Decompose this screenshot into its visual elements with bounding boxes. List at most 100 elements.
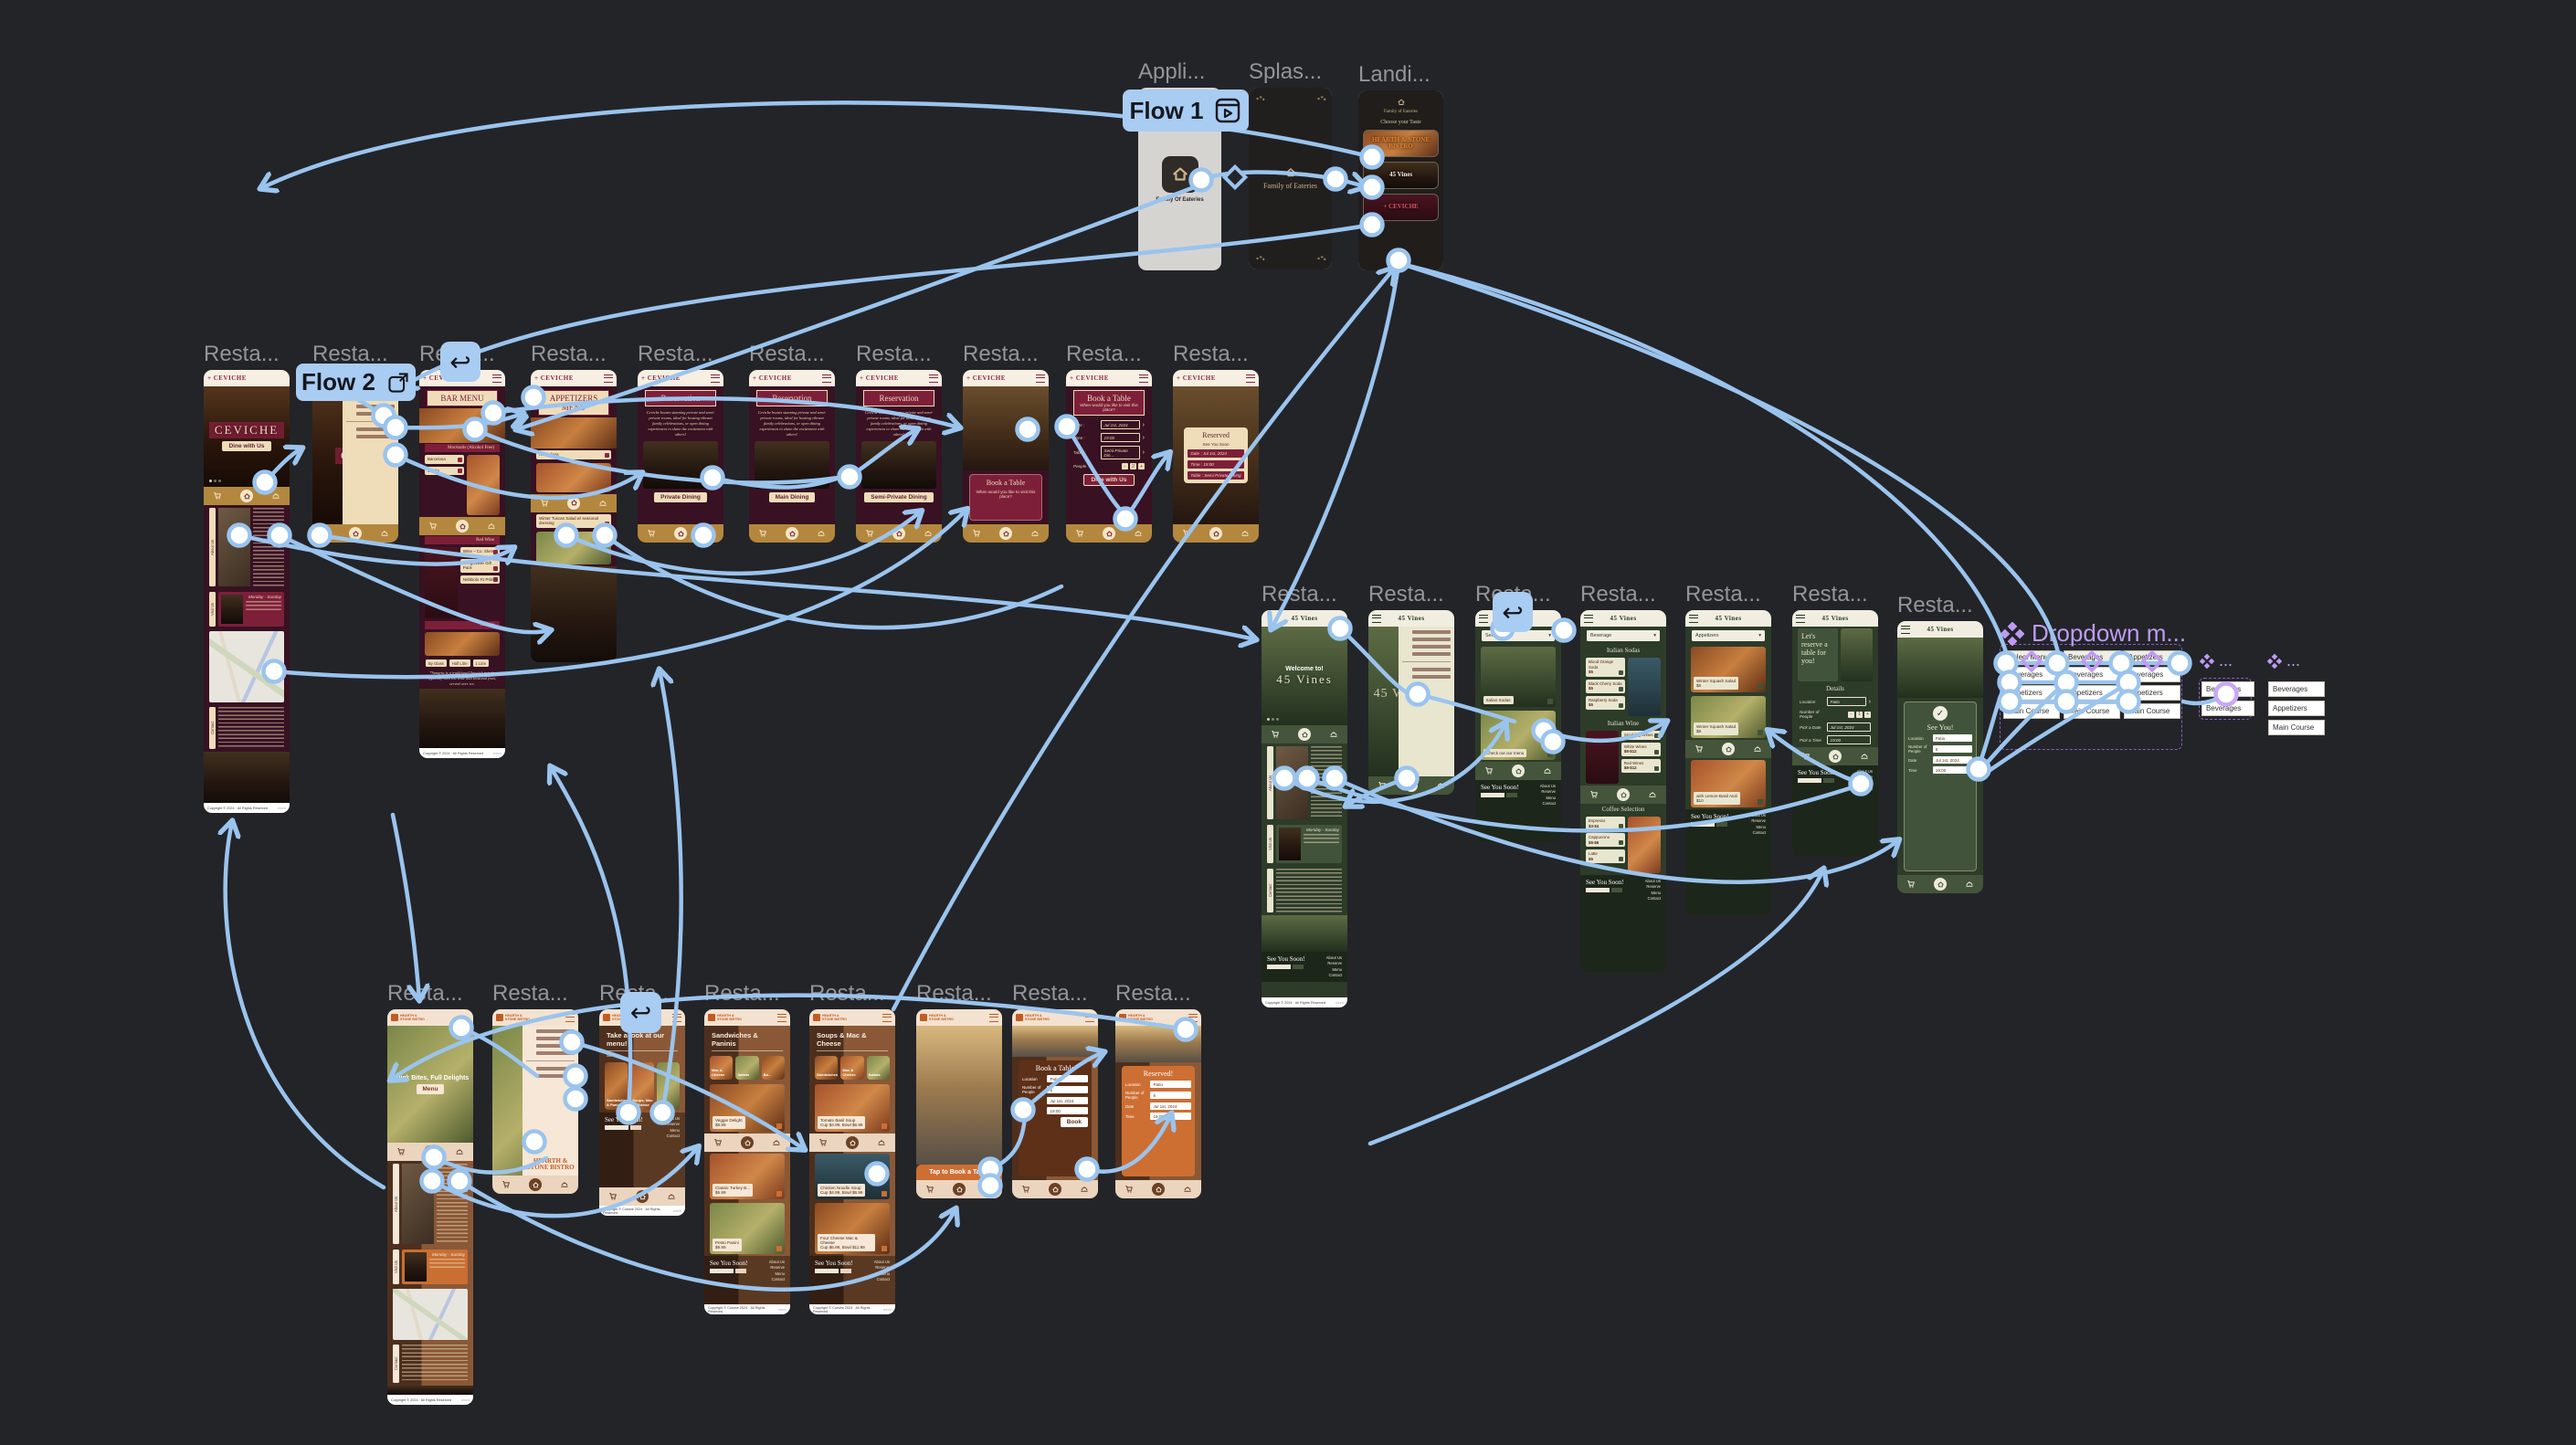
- social-icons[interactable]: ○○○○: [277, 806, 286, 810]
- home-nav-item[interactable]: [1103, 527, 1115, 540]
- hero-menu-button[interactable]: Dine with Us: [222, 441, 271, 451]
- home-nav-item[interactable]: [1722, 743, 1735, 755]
- back-navigation-button[interactable]: ↩: [620, 992, 661, 1033]
- hamburger-menu-icon[interactable]: [1139, 374, 1148, 383]
- home-nav-item[interactable]: [567, 496, 580, 510]
- hamburger-menu-icon[interactable]: [882, 1013, 892, 1022]
- signup-button[interactable]: [630, 1125, 641, 1130]
- add-button[interactable]: [776, 1191, 782, 1197]
- action-button[interactable]: Private Dining: [654, 491, 707, 502]
- add-button[interactable]: [1619, 670, 1624, 675]
- menu-item-card[interactable]: Espresso$3-$4: [1586, 817, 1626, 830]
- add-button[interactable]: [1758, 799, 1763, 805]
- dish-card[interactable]: Veggie Delight$8.99: [713, 1116, 745, 1129]
- field-value[interactable]: 5: [1047, 1086, 1088, 1093]
- dropdown-header[interactable]: Beverages▾: [2064, 650, 2120, 664]
- home-nav-item[interactable]: [674, 527, 687, 540]
- category-card[interactable]: Sandwiches: [815, 1056, 839, 1080]
- frame-title-ceviche-reservation-private[interactable]: Resta...: [638, 342, 713, 366]
- category-card[interactable]: Salads: [735, 1056, 759, 1080]
- component-variant-label[interactable]: ...: [2200, 651, 2233, 670]
- bell-nav-item[interactable]: [1436, 781, 1445, 790]
- bell-nav-item[interactable]: [772, 1138, 781, 1147]
- people-stepper[interactable]: -1+: [1848, 711, 1871, 718]
- home-nav-item[interactable]: [529, 1178, 542, 1191]
- email-input[interactable]: [1798, 778, 1821, 783]
- bell-nav-item[interactable]: [667, 1192, 676, 1201]
- dropdown-option[interactable]: Main Course: [2124, 703, 2180, 719]
- chevron-right-icon[interactable]: ›: [1142, 421, 1145, 428]
- plus-icon[interactable]: +: [1138, 463, 1145, 469]
- footer-link[interactable]: Contact: [1859, 786, 1873, 791]
- email-input[interactable]: [1267, 965, 1291, 969]
- hero-menu-button[interactable]: Menu: [416, 1083, 445, 1094]
- menu-item-row[interactable]: [355, 435, 395, 438]
- bell-nav-item[interactable]: [455, 1147, 464, 1156]
- field-value[interactable]: Patio: [1150, 1081, 1191, 1088]
- field-value[interactable]: 19:00: [1047, 1107, 1088, 1114]
- hamburger-menu-icon[interactable]: [1188, 1013, 1198, 1022]
- menu-item-row[interactable]: [1411, 652, 1451, 656]
- frame-title-hearth-book-cta[interactable]: Resta...: [916, 981, 992, 1006]
- menu-select-dropdown[interactable]: Appetizers▾: [1692, 630, 1765, 641]
- flow-2-start-badge[interactable]: Flow 2: [296, 364, 416, 401]
- email-input[interactable]: [1691, 822, 1715, 827]
- home-nav-item[interactable]: [1209, 527, 1222, 540]
- bell-nav-item[interactable]: [877, 1138, 886, 1147]
- dropdown-option[interactable]: Beverages: [2201, 701, 2254, 716]
- frame-title-ceviche-reservation-semi[interactable]: Resta...: [856, 342, 932, 366]
- people-stepper[interactable]: -2+: [1122, 463, 1145, 469]
- signup-button[interactable]: [1293, 965, 1304, 969]
- filter-chip[interactable]: By Glass: [426, 659, 447, 667]
- add-button[interactable]: [882, 1123, 887, 1129]
- bell-nav-item[interactable]: [1080, 1185, 1089, 1194]
- home-nav-item[interactable]: [1298, 728, 1311, 741]
- hamburger-menu-icon[interactable]: [989, 1013, 998, 1022]
- book-button[interactable]: Book: [1060, 1117, 1088, 1127]
- hamburger-menu-icon[interactable]: [565, 1013, 575, 1022]
- menu-item-card[interactable]: Sevilla: [425, 466, 465, 475]
- menu-item-card[interactable]: White Wines$8-$12: [1621, 742, 1661, 756]
- menu-item-card[interactable]: Red Wines$8-$12: [1621, 758, 1661, 773]
- dish-card[interactable]: Italian Sodas: [1483, 696, 1514, 704]
- frame-title-vines-appetizers-menu[interactable]: Resta...: [1685, 582, 1761, 606]
- dropdown-option[interactable]: Main Course: [2003, 703, 2060, 719]
- action-button[interactable]: Semi-Private Dining: [864, 491, 934, 502]
- cart-nav-item[interactable]: [1378, 781, 1387, 790]
- add-button[interactable]: [1758, 684, 1763, 690]
- bell-nav-item[interactable]: [1183, 1185, 1192, 1194]
- social-icons[interactable]: ○○○○: [1335, 1000, 1344, 1005]
- hamburger-menu-icon[interactable]: [1036, 374, 1045, 383]
- hamburger-menu-icon[interactable]: [604, 374, 613, 383]
- connector-bend-diamond[interactable]: [1221, 163, 1249, 191]
- dish-card[interactable]: Winter Squash Salad$8: [1694, 677, 1739, 690]
- home-nav-item[interactable]: [1934, 878, 1947, 891]
- footer-link[interactable]: Contact: [1647, 895, 1661, 901]
- menu-item-card[interactable]: Nebbiolo #1 Prime: [459, 575, 500, 584]
- hamburger-menu-icon[interactable]: [822, 374, 831, 383]
- field-value[interactable]: Jul 1st, 2024: [1047, 1097, 1088, 1104]
- menu-item-row[interactable]: [355, 412, 395, 416]
- email-input[interactable]: [710, 1269, 734, 1273]
- home-nav-item[interactable]: [1152, 1183, 1165, 1196]
- menu-item-row[interactable]: [535, 1044, 575, 1048]
- chevron-right-icon[interactable]: ›: [1868, 698, 1871, 705]
- frame-title-ceviche-home[interactable]: Resta...: [204, 342, 280, 366]
- menu-item-row[interactable]: [355, 405, 395, 408]
- cart-nav-item[interactable]: [1075, 529, 1084, 538]
- minus-icon[interactable]: -: [1848, 711, 1854, 718]
- home-nav-item[interactable]: [892, 527, 905, 540]
- cart-nav-item[interactable]: [1124, 1185, 1134, 1194]
- footer-link[interactable]: Contact: [1328, 972, 1342, 977]
- frame-title-hearth-soups[interactable]: Resta...: [809, 981, 885, 1006]
- cart-nav-item[interactable]: [1694, 744, 1704, 754]
- cart-nav-item[interactable]: [1589, 790, 1599, 799]
- dropdown-option[interactable]: Main Course: [2268, 720, 2325, 735]
- dish-card[interactable]: Classic Turkey B...$5.99: [713, 1184, 754, 1197]
